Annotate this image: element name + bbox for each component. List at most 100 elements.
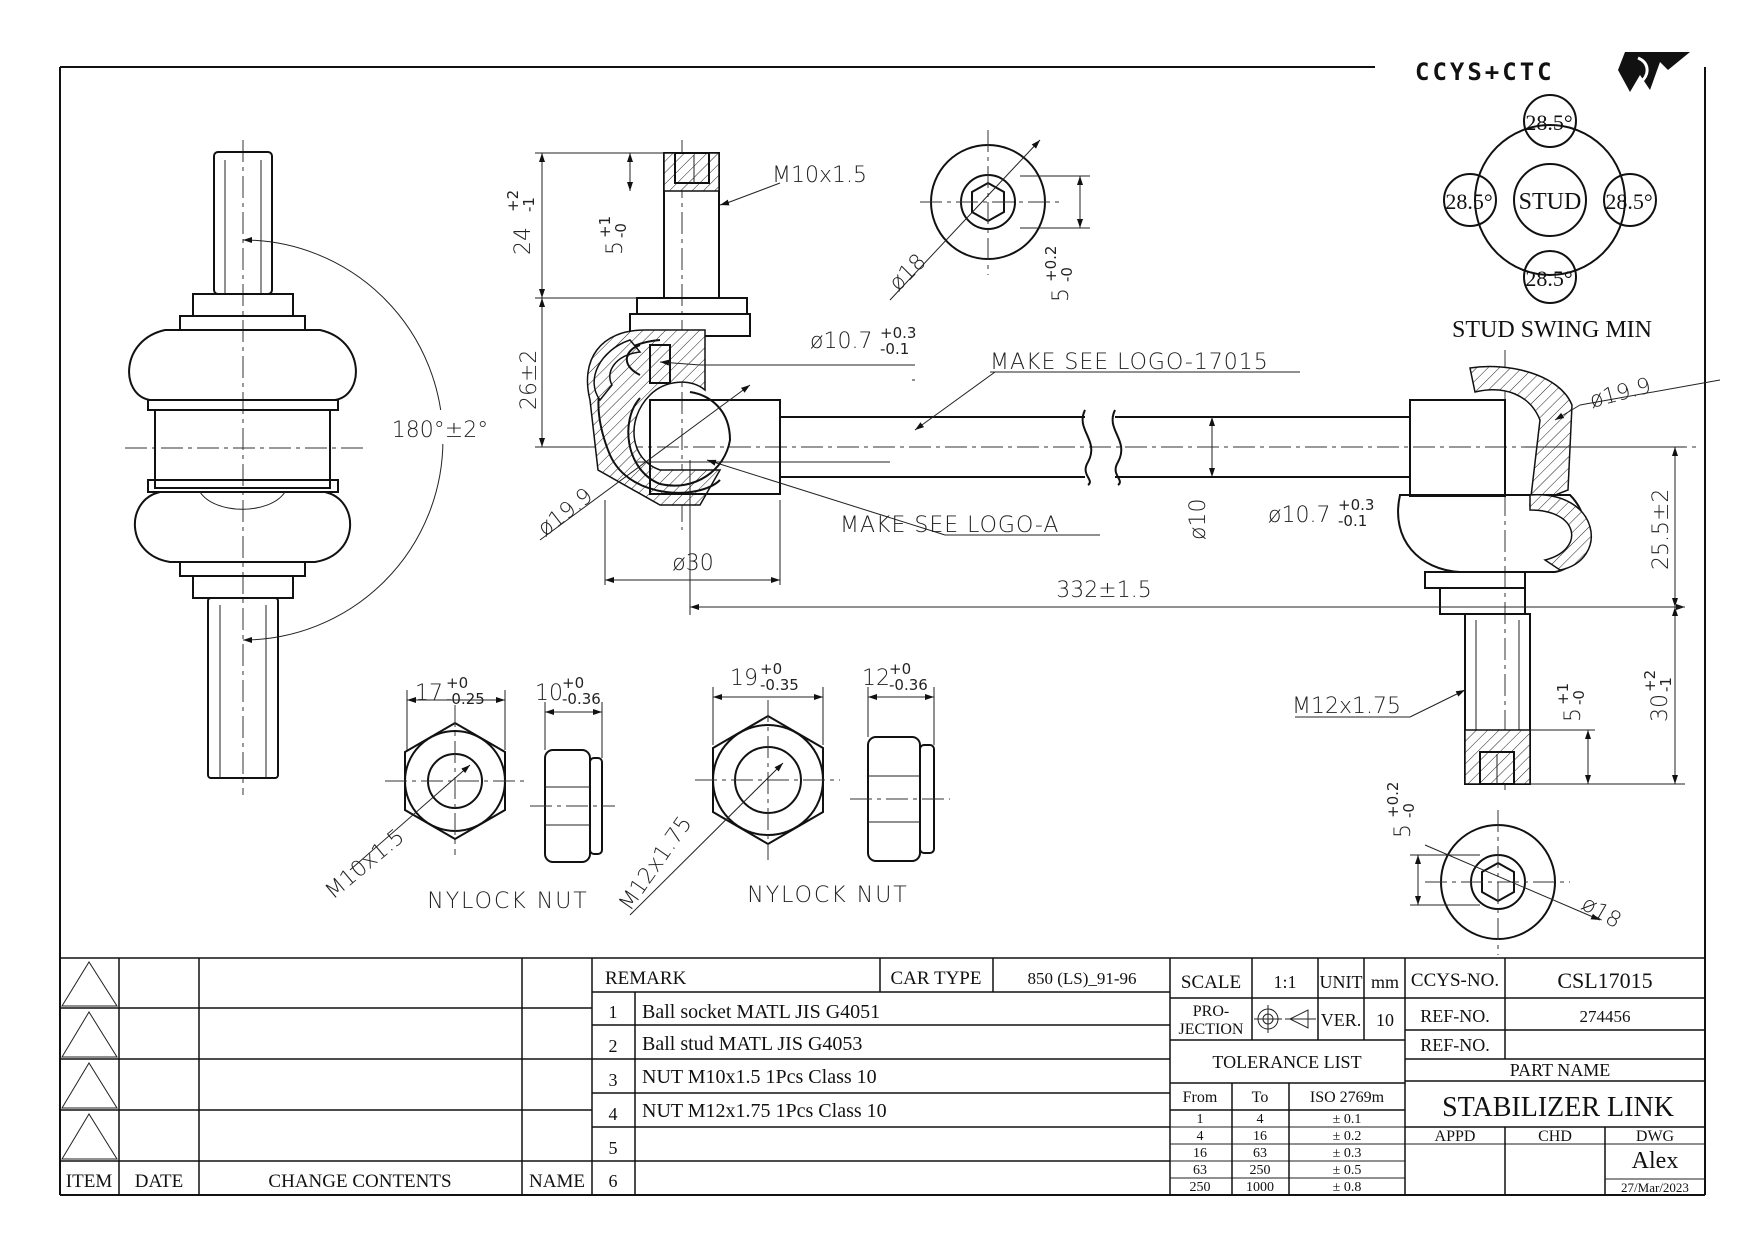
nut2-thread: M12x1.75 <box>614 812 697 916</box>
nut1-af-dim: 17 <box>415 681 443 706</box>
part-name-label: PART NAME <box>1510 1060 1610 1080</box>
nut2-af-tol-lo: -0.35 <box>760 676 799 694</box>
bottom-hex-depth-dim: 5 <box>1561 708 1586 722</box>
side-view: 180°±2° <box>125 140 495 795</box>
rev-change-header: CHANGE CONTENTS <box>268 1171 451 1192</box>
ball-dia-left-dim: ø19.9 <box>533 484 598 542</box>
ver-value: 10 <box>1376 1010 1394 1030</box>
revision-triangles <box>61 961 118 1160</box>
remark-no-2: 2 <box>609 1036 618 1056</box>
nut1-thread: M10x1.5 <box>321 824 410 904</box>
part-name-value: STABILIZER LINK <box>1442 1092 1674 1123</box>
hex-depth-tol-lo: -0 <box>612 223 630 238</box>
tol-val-3: ± 0.3 <box>1333 1146 1362 1161</box>
ccys-no-value: CSL17015 <box>1557 968 1652 993</box>
sheet-border <box>59 66 1706 1196</box>
rev-name-header: NAME <box>529 1171 585 1192</box>
make-logo-a-note: MAKE SEE LOGO-A <box>840 513 1059 538</box>
overall-length-dim: 332±1.5 <box>1056 578 1151 603</box>
nut1-af-tol-up: +0 <box>446 674 468 692</box>
remark-header: REMARK <box>605 968 687 989</box>
revision-table: ITEM DATE CHANGE CONTENTS NAME <box>60 957 593 1195</box>
nut2-h-tol-lo: -0.36 <box>889 676 928 694</box>
tol-to-2: 16 <box>1253 1129 1267 1144</box>
remark-text-3: NUT M10x1.5 1Pcs Class 10 <box>642 1066 877 1088</box>
end-depth-top-tol-up: +0.2 <box>1042 246 1060 282</box>
bore-top-tol-lo: -0.1 <box>880 340 909 358</box>
tol-from-header: From <box>1183 1089 1218 1106</box>
spec-block: SCALE 1:1 UNIT mm PRO- JECTION VER. 10 T… <box>1170 958 1405 1195</box>
tol-from-2: 4 <box>1197 1129 1204 1144</box>
tol-to-1: 4 <box>1257 1112 1264 1127</box>
swing-caption: STUD SWING MIN <box>1452 317 1652 343</box>
remark-no-1: 1 <box>609 1002 618 1022</box>
end-dia-top-dim: ø18 <box>885 249 932 296</box>
bottom-hex-depth-tol-lo: -0 <box>1570 690 1588 705</box>
scale-label: SCALE <box>1181 972 1241 993</box>
tol-to-5: 1000 <box>1246 1180 1274 1195</box>
nut-views: 17 +0 -0.25 10 +0 -0.36 M10x1.5 NYLOCK N… <box>321 660 950 915</box>
ccys-no-label: CCYS-NO. <box>1411 970 1499 991</box>
top-length-tol-up: +2 <box>504 190 522 212</box>
stud-swing-diagram: STUD 28.5° 28.5° 28.5° 28.5° STUD SWING … <box>1443 94 1657 343</box>
projection-symbol-icon <box>1254 1005 1316 1033</box>
tol-val-2: ± 0.2 <box>1333 1129 1362 1144</box>
make-logo-note: MAKE SEE LOGO-17015 <box>990 350 1269 375</box>
bottom-length-tol-up: +2 <box>1641 670 1659 692</box>
ver-label: VER. <box>1321 1010 1362 1030</box>
bottom-length-tol-lo: -1 <box>1657 677 1675 692</box>
remark-no-6: 6 <box>609 1171 618 1191</box>
rev-date-header: DATE <box>135 1171 184 1192</box>
top-length-tol-lo: -1 <box>520 197 538 212</box>
tol-iso-header: ISO 2769m <box>1310 1089 1385 1106</box>
car-type-label: CAR TYPE <box>891 968 982 989</box>
tol-from-4: 63 <box>1193 1163 1207 1178</box>
appd-label: APPD <box>1435 1128 1476 1145</box>
tol-to-4: 250 <box>1250 1163 1271 1178</box>
swing-angle-top: 28.5° <box>1525 110 1572 135</box>
swing-center: STUD <box>1519 189 1582 215</box>
remark-no-5: 5 <box>609 1138 618 1158</box>
nut1-h-tol-lo: -0.36 <box>562 690 601 708</box>
nut1-af-tol-lo: -0.25 <box>446 690 485 708</box>
rev-item-header: ITEM <box>66 1171 113 1192</box>
swing-angle-bottom: 28.5° <box>1525 266 1572 291</box>
dwg-label: DWG <box>1636 1128 1675 1145</box>
projection-label-2: JECTION <box>1179 1021 1244 1038</box>
nut1-h-tol-up: +0 <box>562 674 584 692</box>
logo-text: CCYS+CTC <box>1415 58 1555 86</box>
car-type-value: 850 (LS)_91-96 <box>1027 969 1136 988</box>
bore-top-tol-up: +0.3 <box>880 324 916 342</box>
drawer-name: Alex <box>1632 1148 1679 1174</box>
top-thread-dim: M10x1.5 <box>772 163 867 188</box>
remark-table: REMARK CAR TYPE 850 (LS)_91-96 1 Ball so… <box>592 957 1405 1195</box>
nut2-af-tol-up: +0 <box>760 660 782 678</box>
ref-no-label-1: REF-NO. <box>1420 1006 1490 1026</box>
remark-no-4: 4 <box>609 1104 618 1124</box>
stud-height-dim: 26±2 <box>517 350 542 410</box>
rod-dia-dim: ø10 <box>1186 499 1211 540</box>
nut1-caption: NYLOCK NUT <box>427 889 588 914</box>
chd-label: CHD <box>1538 1128 1572 1145</box>
bore-right-tol-lo: -0.1 <box>1338 512 1367 530</box>
tol-from-3: 16 <box>1193 1146 1207 1161</box>
logo-mark-icon <box>1618 52 1690 92</box>
end-depth-bot-tol-lo: -0 <box>1400 803 1418 818</box>
tolerance-title: TOLERANCE LIST <box>1212 1052 1361 1072</box>
hex-depth-tol-up: +1 <box>596 216 614 238</box>
bore-top-dim: ø10.7 <box>810 329 872 354</box>
end-depth-bot-dim: 5 <box>1391 824 1416 838</box>
title-block: CCYS-NO. CSL17015 REF-NO. 274456 REF-NO.… <box>1404 957 1705 1195</box>
swing-angle-right: 28.5° <box>1605 189 1652 214</box>
top-length-dim: 24 <box>511 227 536 255</box>
right-height-dim: 25.5±2 <box>1649 489 1674 570</box>
nut1-h-dim: 10 <box>535 681 563 706</box>
ref-no-label-2: REF-NO. <box>1420 1035 1490 1055</box>
end-dia-bot-dim: ø18 <box>1577 892 1625 934</box>
nut2-h-dim: 12 <box>862 666 890 691</box>
unit-label: UNIT <box>1320 972 1363 992</box>
bottom-length-dim: 30 <box>1648 694 1673 722</box>
end-depth-bot-tol-up: +0.2 <box>1384 782 1402 818</box>
tol-val-5: ± 0.8 <box>1333 1180 1362 1195</box>
swing-angle-left: 28.5° <box>1445 189 1492 214</box>
